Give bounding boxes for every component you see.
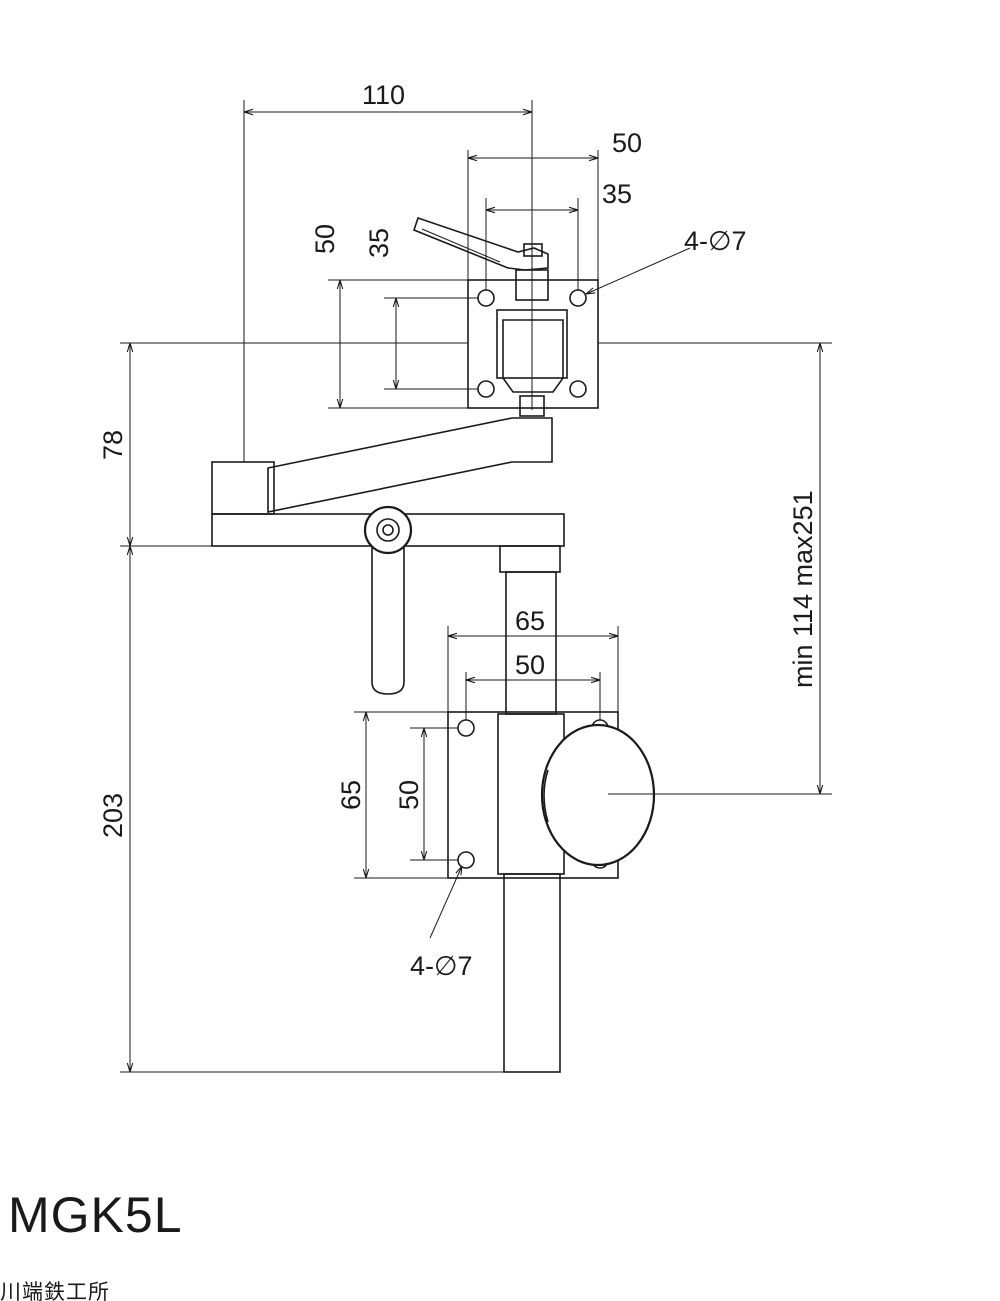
maker-name: 川端鉄工所 (0, 1280, 110, 1301)
dim-top-plate-width: 50 (612, 128, 642, 158)
dim-bottom-plate-height: 65 (336, 780, 366, 810)
dim-top-plate-height: 50 (310, 224, 340, 254)
mount-hole-icon (477, 289, 495, 307)
dimension-labels: 110 50 35 4-∅7 50 35 78 203 min 114 max2… (98, 80, 818, 981)
top-mount-plate (413, 100, 599, 417)
extension-lines (120, 100, 832, 1073)
dim-post-height: 203 (98, 793, 128, 838)
dim-top-holes: 4-∅7 (684, 226, 747, 256)
mount-hole-icon (477, 380, 495, 398)
dim-top-hole-pitch-y: 35 (364, 228, 394, 258)
dim-arm-height: 78 (98, 430, 128, 460)
swing-arm (211, 417, 565, 695)
dim-bottom-hole-pitch-x: 50 (515, 650, 545, 680)
mount-hole-icon (569, 380, 587, 398)
model-number: MGK5L (8, 1187, 183, 1243)
dim-bottom-holes: 4-∅7 (410, 951, 473, 981)
mount-hole-icon (569, 289, 587, 307)
dim-bottom-plate-width: 65 (515, 606, 545, 636)
dim-top-hole-pitch-x: 35 (602, 179, 632, 209)
bottom-mount-plate (447, 711, 656, 879)
dim-arm-reach: 110 (362, 80, 405, 110)
dim-bottom-hole-pitch-y: 50 (394, 780, 424, 810)
dimension-lines (130, 112, 820, 1072)
dim-range: min 114 max251 (788, 490, 818, 688)
